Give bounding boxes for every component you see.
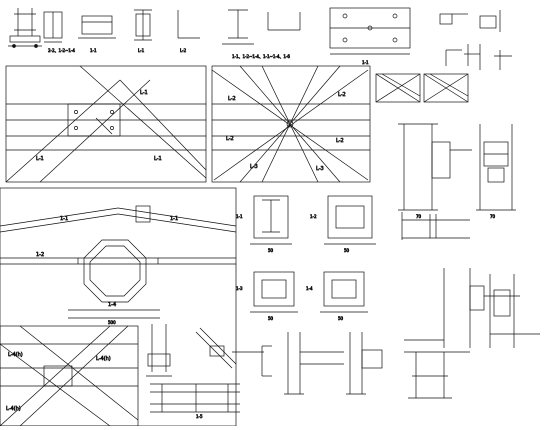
- brace-label-l3-a: L-3: [250, 164, 258, 170]
- detail-column-splice: [146, 324, 172, 377]
- section-label-1: 1-1: [236, 214, 243, 219]
- truss-label-b: 1-1: [170, 216, 178, 222]
- section-label-5: 1-5: [196, 414, 203, 419]
- brace-label-l2-d: L-2: [336, 138, 344, 144]
- section-detail-1: [250, 195, 292, 245]
- bracing-panel-left: [5, 65, 207, 183]
- brace-label-l2-b: L-2: [338, 92, 346, 98]
- dim-1: 50: [268, 248, 274, 253]
- section-detail-2: [324, 195, 376, 245]
- brace-label-l1-c: L-1: [154, 156, 162, 162]
- detail-column-beam-c: [404, 268, 520, 353]
- detail-column-beam-d: [489, 274, 540, 348]
- bracing-panel-right: [211, 65, 371, 183]
- detail-column-base-1: [8, 8, 42, 48]
- dim-5: 50: [338, 316, 344, 321]
- detail-column-bottom-1: [284, 332, 344, 395]
- section-detail-3: [250, 271, 298, 313]
- section-label-3: 1-3: [236, 286, 243, 291]
- label-top-2: 1-1: [90, 48, 97, 53]
- octagon-label: 1-4: [108, 302, 116, 308]
- detail-channel-1: [267, 12, 301, 31]
- detail-bottom-plates: [150, 383, 240, 413]
- dim-2: 50: [344, 248, 350, 253]
- detail-column-bottom-2: [346, 332, 383, 395]
- dim-6: 70: [416, 214, 422, 219]
- detail-column-beam-a: [398, 123, 472, 211]
- detail-angle-1: [177, 10, 200, 39]
- detail-diagonal-gusset: [195, 327, 264, 369]
- detail-column-beam-b: [476, 124, 516, 211]
- truss-label-a: 1-1: [60, 216, 68, 222]
- brace-label-l2-c: L-2: [226, 136, 234, 142]
- section-detail-4: [320, 271, 368, 313]
- dim-7: 70: [490, 214, 496, 219]
- detail-ibeam-1: [134, 9, 152, 41]
- section-label-2: 1-2: [310, 214, 317, 219]
- brace-label-l1-a: L-1: [36, 156, 44, 162]
- detail-gusset-plate-top: [329, 7, 411, 55]
- label-top-4: L-2: [180, 48, 187, 53]
- section-label-4: 1-4: [306, 286, 313, 291]
- label-top-3: L-1: [138, 48, 145, 53]
- detail-channel-bottom: [261, 345, 272, 377]
- detail-x-braced-boxes: [375, 73, 469, 103]
- dim-3: 500: [108, 320, 116, 325]
- detail-ibeam-2: [222, 9, 254, 45]
- detail-plate-1: [43, 11, 63, 43]
- brace-label-l3-b: L-3: [316, 166, 324, 172]
- brace-label-l2-a: L-2: [228, 96, 236, 102]
- brace-label-l1-b: L-1: [140, 90, 148, 96]
- label-top-5: 1-1、1-2~1-4、1-1~1-4、1-6: [232, 54, 290, 59]
- brace-label-l4-a: L-4(h): [8, 352, 23, 358]
- label-top-6: 1-1: [362, 60, 369, 65]
- detail-connection-cluster: [439, 10, 512, 70]
- detail-base-bottom-right: [408, 352, 452, 399]
- truss-label-c: 1-2: [36, 252, 44, 258]
- brace-label-l4-c: L-4(h): [6, 406, 21, 412]
- detail-beam-bracket: [401, 212, 470, 240]
- brace-label-l4-b: L-4(h): [96, 356, 111, 362]
- dim-4: 50: [268, 316, 274, 321]
- bracing-bottom-left: [0, 325, 139, 427]
- truss-elevation: [0, 187, 237, 427]
- detail-box-1: [78, 15, 116, 39]
- label-top-1: 2-2、1-2~1-4: [48, 48, 75, 53]
